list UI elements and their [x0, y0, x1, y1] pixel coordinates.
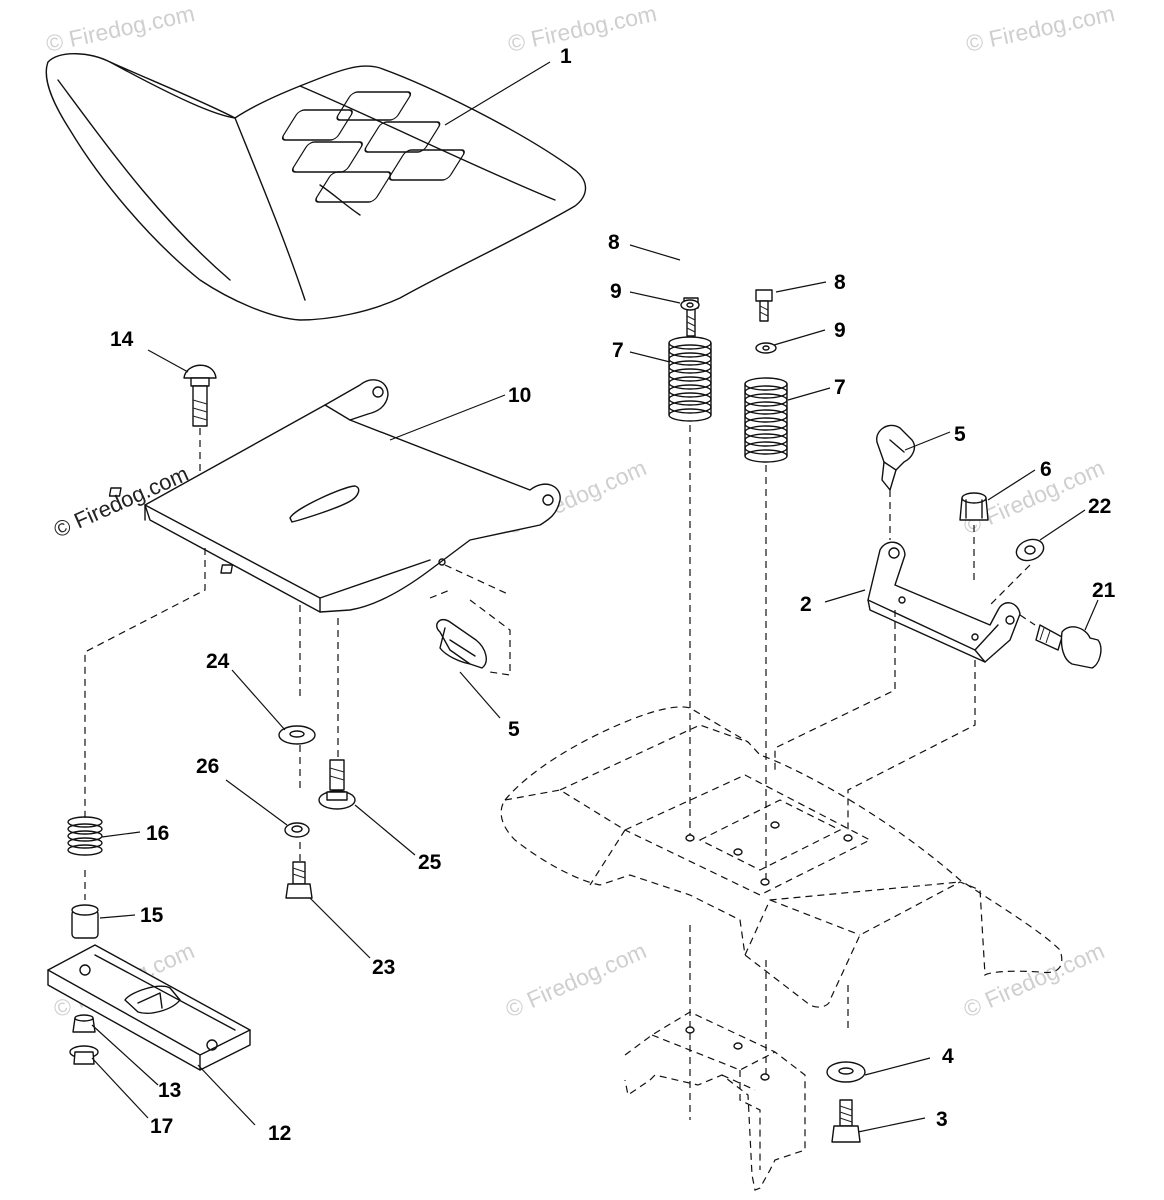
flat-washer-right-part — [826, 1061, 866, 1083]
callout-12: 12 — [268, 1122, 291, 1145]
seat-clip-right-part — [876, 424, 916, 491]
mounting-bracket-part — [867, 541, 1021, 663]
hex-bolt-part — [285, 861, 313, 899]
flat-washer-part — [278, 725, 316, 745]
callout-4: 4 — [942, 1045, 954, 1068]
watermark-top-left: © Firedog.com — [44, 0, 197, 57]
callout-17: 17 — [150, 1115, 173, 1138]
shoulder-bolt-part — [318, 759, 356, 810]
seat-clip-left-part — [436, 618, 487, 669]
callout-2: 2 — [800, 593, 812, 616]
callout-8-left: 8 — [608, 231, 620, 254]
callout-5-right: 5 — [954, 423, 966, 446]
callout-21: 21 — [1092, 579, 1116, 602]
mower-frame-part — [500, 706, 1063, 1191]
leader-lines — [91, 61, 1099, 1133]
callout-22: 22 — [1088, 495, 1111, 518]
watermark-bottom-right: © Firedog.com — [959, 937, 1108, 1022]
spacer-part — [71, 904, 99, 939]
callout-16: 16 — [146, 822, 169, 845]
flange-nut-right-part — [1015, 538, 1045, 562]
callout-25: 25 — [418, 851, 442, 874]
callout-10: 10 — [508, 384, 531, 407]
callout-labels: 1 10 14 8 9 7 8 9 7 5 6 22 2 21 5 24 26 … — [110, 45, 1116, 1145]
washer-left-real — [680, 299, 700, 311]
callout-23: 23 — [372, 956, 395, 979]
seat-pan-part — [108, 379, 561, 613]
watermark-top-center: © Firedog.com — [506, 0, 659, 57]
callout-3: 3 — [936, 1108, 948, 1131]
callout-5-left: 5 — [508, 718, 520, 741]
callout-1: 1 — [560, 45, 572, 68]
callout-8-right: 8 — [834, 271, 846, 294]
lock-nut-part — [959, 492, 989, 521]
washer-right-part — [755, 342, 777, 354]
bolt-right-part — [755, 289, 773, 322]
alignment-lines-right — [774, 490, 1036, 830]
callout-13: 13 — [158, 1079, 181, 1102]
callout-7-left: 7 — [612, 339, 624, 362]
callout-9-left: 9 — [610, 280, 622, 303]
callout-14: 14 — [110, 328, 134, 351]
spring-right-part — [744, 377, 788, 463]
callout-24: 24 — [206, 650, 230, 673]
callout-15: 15 — [140, 904, 164, 927]
flange-nut-part — [69, 1045, 99, 1065]
callout-6: 6 — [1040, 458, 1052, 481]
small-spring-part — [67, 816, 103, 856]
callout-9-right: 9 — [834, 319, 846, 342]
watermark-bottom-center: © Firedog.com — [501, 937, 650, 1022]
shoulder-bolt-right-part — [1035, 624, 1102, 669]
hex-nut-part — [72, 1014, 96, 1033]
hex-bolt-right-part — [831, 1099, 861, 1143]
alignment-lines-center — [689, 425, 767, 1120]
watermark-top-right: © Firedog.com — [964, 0, 1117, 57]
callout-26: 26 — [196, 755, 219, 778]
seat-part — [45, 53, 587, 321]
spring-left-part — [668, 336, 712, 422]
alignment-lines-left — [84, 548, 511, 900]
callout-7-right: 7 — [834, 376, 846, 399]
lock-washer-part — [284, 822, 310, 838]
